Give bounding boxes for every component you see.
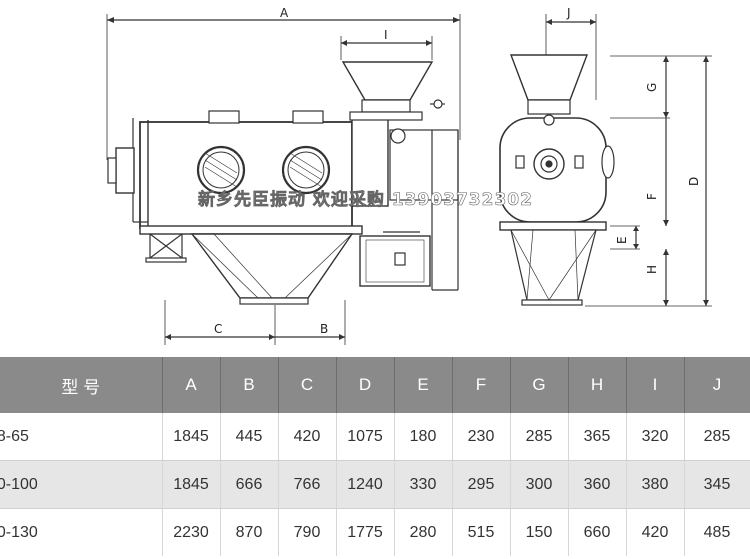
table-cell: 365 xyxy=(568,413,627,461)
cell-model: 18-65 xyxy=(0,413,163,461)
table-cell: 870 xyxy=(220,508,279,556)
watermark-text: 新乡先臣振动 欢迎采购 13903732302 xyxy=(198,189,533,210)
header-h: H xyxy=(568,357,627,413)
table-cell: 295 xyxy=(452,460,511,509)
table-cell: 150 xyxy=(510,508,569,556)
header-i: I xyxy=(626,357,685,413)
dim-label-g: G xyxy=(645,83,659,92)
table-cell: 1845 xyxy=(162,460,221,509)
table-cell: 420 xyxy=(626,508,685,556)
table-cell: 666 xyxy=(220,460,279,509)
header-j: J xyxy=(684,357,750,413)
cell-model: 50-130 xyxy=(0,508,163,556)
table-cell: 345 xyxy=(684,460,750,509)
dim-label-e: E xyxy=(615,236,629,244)
table-cell: 1240 xyxy=(336,460,395,509)
dim-label-d: D xyxy=(687,177,701,186)
table-cell: 285 xyxy=(510,413,569,461)
table-cell: 1845 xyxy=(162,413,221,461)
table-cell: 380 xyxy=(626,460,685,509)
dim-label-b: B xyxy=(320,322,328,336)
table-cell: 360 xyxy=(568,460,627,509)
table-cell: 766 xyxy=(278,460,337,509)
dim-label-c: C xyxy=(214,322,222,336)
machine-drawing: A I J C B G F E H D 新乡先臣振动 欢迎采购 13903732… xyxy=(106,6,712,345)
table-cell: 320 xyxy=(626,413,685,461)
table-cell: 515 xyxy=(452,508,511,556)
table-cell: 445 xyxy=(220,413,279,461)
table-cell: 790 xyxy=(278,508,337,556)
table-row: 30-100 1845 666 766 1240 330 295 300 360… xyxy=(0,460,750,509)
table-cell: 485 xyxy=(684,508,750,556)
table-cell: 230 xyxy=(452,413,511,461)
table-cell: 2230 xyxy=(162,508,221,556)
dim-label-f: F xyxy=(645,193,659,200)
header-model: 型 号 xyxy=(0,357,163,413)
table-cell: 1075 xyxy=(336,413,395,461)
table-cell: 330 xyxy=(394,460,453,509)
spec-table: 型 号 A B C D E F G H I J 18-65 1845 445 4… xyxy=(0,357,750,556)
cell-model: 30-100 xyxy=(0,460,163,509)
dim-label-j: J xyxy=(566,6,571,20)
table-row: 18-65 1845 445 420 1075 180 230 285 365 … xyxy=(0,413,750,461)
dim-label-h: H xyxy=(645,265,659,274)
header-c: C xyxy=(278,357,337,413)
header-d: D xyxy=(336,357,395,413)
header-b: B xyxy=(220,357,279,413)
table-cell: 300 xyxy=(510,460,569,509)
header-e: E xyxy=(394,357,453,413)
dim-label-a: A xyxy=(280,6,289,20)
header-a: A xyxy=(162,357,221,413)
table-cell: 180 xyxy=(394,413,453,461)
table-cell: 660 xyxy=(568,508,627,556)
table-row: 50-130 2230 870 790 1775 280 515 150 660… xyxy=(0,508,750,556)
table-cell: 285 xyxy=(684,413,750,461)
table-cell: 280 xyxy=(394,508,453,556)
header-g: G xyxy=(510,357,569,413)
table-header-row: 型 号 A B C D E F G H I J xyxy=(0,357,750,413)
table-cell: 420 xyxy=(278,413,337,461)
table-cell: 1775 xyxy=(336,508,395,556)
header-f: F xyxy=(452,357,511,413)
dim-label-i: I xyxy=(384,28,388,42)
